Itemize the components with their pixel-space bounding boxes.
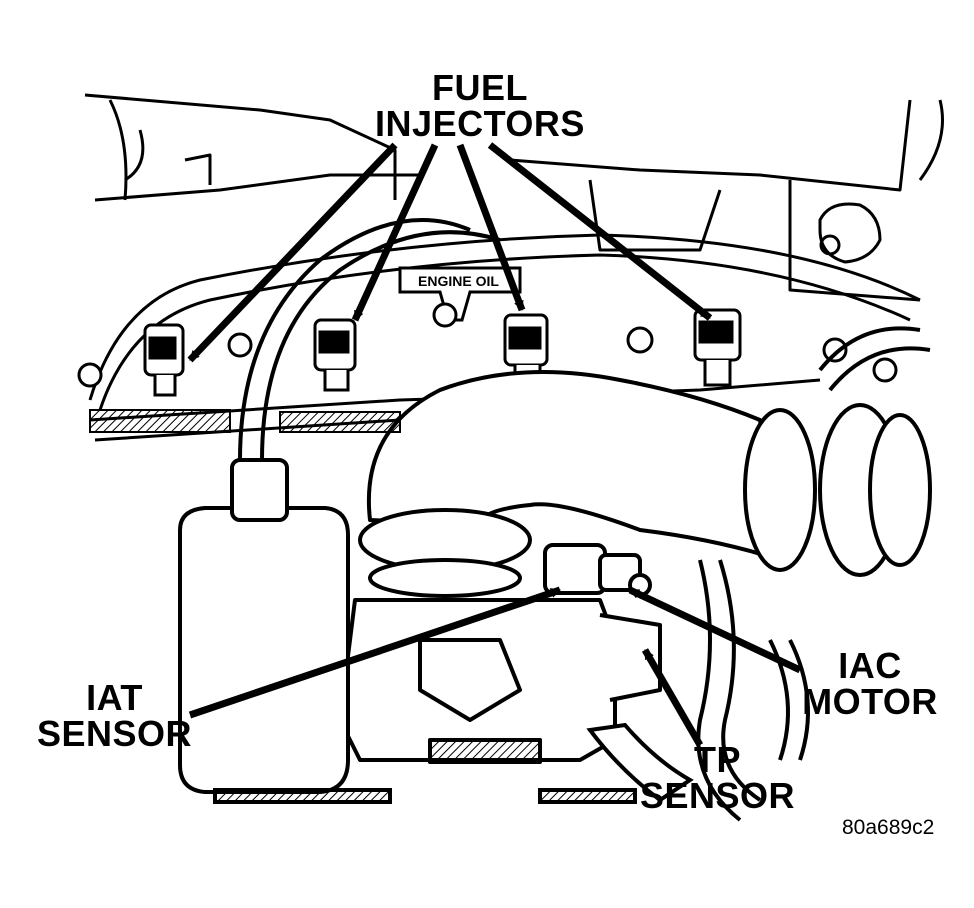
iat-line1: IAT [86,677,143,718]
gasket-band [89,409,401,433]
tp-line2: SENSOR [639,775,796,816]
tp-line1: TP [693,739,741,780]
iat-line2: SENSOR [36,713,193,754]
engine-block [84,93,944,302]
fuel-injector-arrows [187,142,713,363]
engine-oil-tag [398,266,522,322]
iac-motor-arrow [628,586,802,674]
engine-oil-text: ENGINE OIL [418,273,499,289]
iac-line2: MOTOR [802,681,938,722]
figure-code: 80a689c2 [842,816,935,839]
iat-sensor-label: IAT SENSOR [22,680,207,752]
fuel-injector-2 [313,318,357,392]
tp-sensor-arrow [641,648,704,747]
iat-sensor-arrow [188,586,562,719]
lower-hose [213,722,694,804]
iac-motor-label: IAC MOTOR [795,648,945,720]
wiring-harness [238,218,931,822]
fuel-injectors-label: FUEL INJECTORS [330,70,630,142]
tp-sensor-label: TP SENSOR [630,742,805,814]
fuel-injector-4 [693,308,742,387]
iat-sensor-connector [543,543,652,597]
air-box [178,458,350,794]
fuel-injectors-line2: INJECTORS [375,103,585,144]
intake-tube [358,370,932,598]
fuel-injectors-line1: FUEL [432,67,528,108]
iac-line1: IAC [838,645,902,686]
fuel-injector-1 [143,323,185,397]
